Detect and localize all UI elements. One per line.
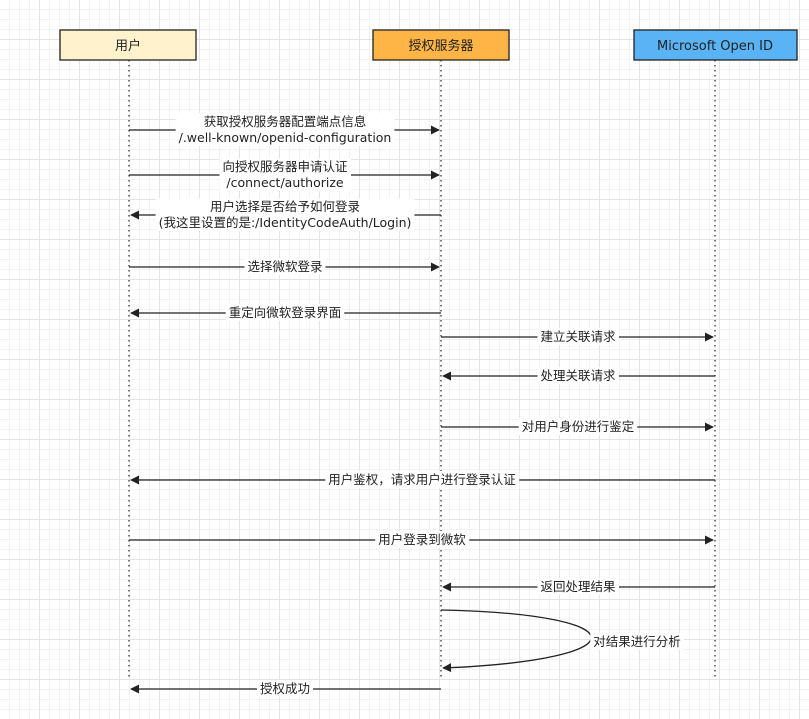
message: 用户登录到微软: [129, 531, 714, 548]
message-label: 用户鉴权，请求用户进行登录认证: [328, 472, 516, 487]
message: 获取授权服务器配置端点信息/.well-known/openid-configu…: [129, 113, 440, 146]
message-label-bg: [537, 578, 619, 595]
actor-user: 用户: [59, 29, 197, 61]
message: 对结果进行分析: [440, 609, 684, 673]
message-label: 建立关联请求: [540, 329, 616, 344]
actor-auth-server-label: 授权服务器: [408, 38, 473, 54]
message-label: 处理关联请求: [540, 368, 616, 383]
message: 对用户身份进行鉴定: [441, 418, 714, 435]
message: 重定向微软登录界面: [130, 304, 441, 321]
message-label: 对结果进行分析: [593, 634, 681, 649]
message-label-bg: [225, 304, 345, 321]
message-label: /.well-known/openid-configuration: [179, 130, 392, 145]
lifelines: [128, 60, 716, 678]
message-label-bg: [325, 471, 520, 488]
actor-microsoft-openid-box: [633, 29, 798, 61]
message-label-bg: [219, 158, 351, 191]
message-label-bg: [537, 367, 619, 384]
message-label-bg: [518, 418, 638, 435]
message: 选择微软登录: [129, 258, 440, 275]
message: 授权成功: [130, 680, 441, 697]
message-label: /connect/authorize: [226, 175, 343, 190]
message-label: 选择微软登录: [247, 259, 322, 274]
message-label: 返回处理结果: [540, 579, 616, 594]
actor-auth-server-box: [372, 29, 510, 61]
message: 用户选择是否给予如何登录(我这里设置的是:/IdentityCodeAuth/L…: [130, 198, 441, 231]
message-label: 重定向微软登录界面: [229, 305, 342, 320]
actor-auth-server: 授权服务器: [372, 29, 510, 61]
message-label: 用户登录到微软: [378, 532, 466, 547]
message-label: (我这里设置的是:/IdentityCodeAuth/Login): [159, 215, 412, 230]
message-label: 向授权服务器申请认证: [222, 159, 348, 174]
actor-user-box: [59, 29, 197, 61]
messages: 获取授权服务器配置端点信息/.well-known/openid-configu…: [129, 113, 715, 697]
message-label-bg: [155, 198, 415, 231]
message-label-bg: [375, 531, 470, 548]
actor-user-label: 用户: [115, 38, 141, 54]
message-label-bg: [175, 113, 395, 146]
message-label-bg: [256, 680, 314, 697]
message-label-bg: [244, 258, 326, 275]
message-label-bg: [537, 328, 619, 345]
message: 处理关联请求: [442, 367, 715, 384]
message-arrow: [440, 609, 592, 673]
message: 返回处理结果: [442, 578, 715, 595]
message-label: 获取授权服务器配置端点信息: [204, 114, 367, 129]
message-label: 授权成功: [260, 681, 310, 696]
message: 用户鉴权，请求用户进行登录认证: [130, 471, 715, 488]
message-label: 对用户身份进行鉴定: [522, 419, 635, 434]
actor-microsoft-openid: Microsoft Open ID: [633, 29, 798, 61]
message: 建立关联请求: [441, 328, 714, 345]
actor-microsoft-openid-label: Microsoft Open ID: [657, 39, 773, 54]
message-label-bg: [590, 633, 684, 650]
message: 向授权服务器申请认证/connect/authorize: [129, 158, 440, 191]
message-label: 用户选择是否给予如何登录: [210, 199, 360, 214]
